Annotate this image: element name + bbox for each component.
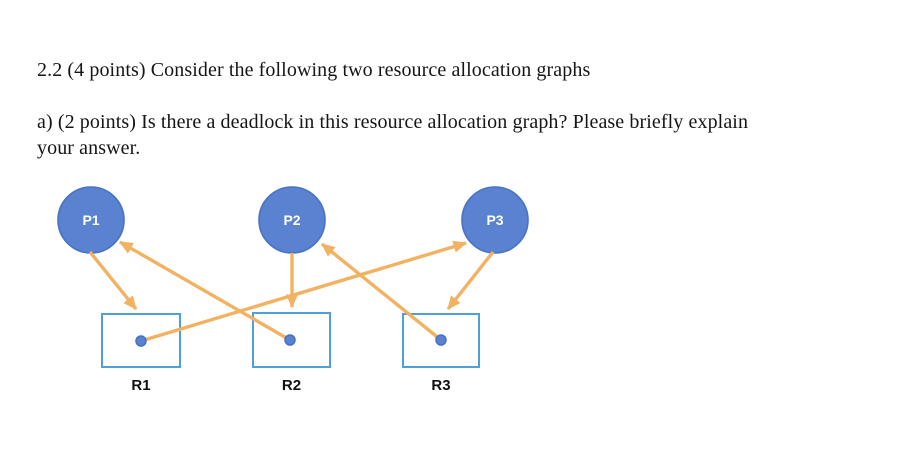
question-part-a: a) (2 points) Is there a deadlock in thi… xyxy=(37,109,748,161)
resource-instance-dot-R2 xyxy=(284,334,296,346)
resource-instance-dot-R1 xyxy=(135,335,147,347)
edge-request-P3-to-R3 xyxy=(446,250,495,311)
edge-assignment-R3-to-P2 xyxy=(320,242,443,342)
process-node-P3 xyxy=(461,186,529,254)
question-header: 2.2 (4 points) Consider the following tw… xyxy=(37,59,591,81)
resource-label-R1: R1 xyxy=(131,377,150,394)
process-label-P2: P2 xyxy=(283,212,300,228)
resource-label-R2: R2 xyxy=(282,377,301,394)
edge-assignment-R1-to-P3 xyxy=(140,240,467,343)
resource-instance-dot-R3 xyxy=(435,334,447,346)
process-label-P1: P1 xyxy=(82,212,99,228)
question-part-a-line1: a) (2 points) Is there a deadlock in thi… xyxy=(37,111,749,133)
question-part-a-line2: your answer. xyxy=(37,137,141,159)
resource-node-R2 xyxy=(252,312,331,368)
edge-assignment-R2-to-P1 xyxy=(119,240,291,342)
resource-label-R3: R3 xyxy=(431,377,450,394)
edge-request-P1-to-R1 xyxy=(88,250,138,311)
process-label-P3: P3 xyxy=(486,212,503,228)
